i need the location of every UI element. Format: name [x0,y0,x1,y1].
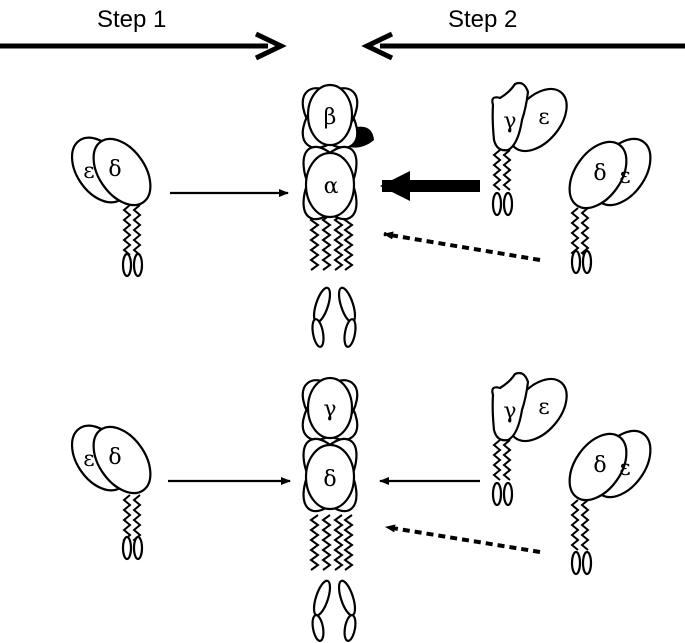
epsilon-subunit-label: ε [538,105,549,130]
alpha-subunit-label: α [324,174,339,199]
epsilon-delta-dimer-top-left: ε δ [70,136,152,278]
gamma-subunit-label: γ [503,109,516,134]
delta-subunit-label: δ [593,453,606,478]
epsilon-subunit-label: ε [83,447,94,472]
beta-subunit-label: β [324,105,337,130]
gamma-epsilon-dimer-top: γ ε [491,81,568,217]
step-2-dashed-arrow-bottom [385,524,541,554]
step-2-arrow [361,31,685,61]
epsilon-subunit-label: ε [619,164,630,189]
gamma-subunit-label: γ [503,399,516,424]
delta-epsilon-dimer-top-right: δ ε [568,137,652,275]
receptor-beta-alpha: β α [301,83,374,348]
delta-subunit-label: δ [108,445,121,470]
delta-subunit-label: δ [593,161,606,186]
gamma-subunit-label: γ [323,397,336,422]
epsilon-subunit-label: ε [619,456,630,481]
epsilon-delta-dimer-bottom-left: ε δ [70,424,152,561]
epsilon-subunit-label: ε [538,395,549,420]
step-2-dashed-arrow-top [383,231,541,262]
receptor-gamma-delta: γ δ [301,376,359,642]
epsilon-subunit-label: ε [83,159,94,184]
step-1-arrow [0,31,287,61]
delta-epsilon-dimer-bottom-right: δ ε [568,429,652,576]
delta-subunit-label: δ [108,157,121,182]
delta-subunit-label: δ [323,467,336,492]
step-1-label: Step 1 [97,6,166,33]
gamma-epsilon-dimer-bottom: γ ε [491,371,568,507]
step-2-label: Step 2 [448,6,517,33]
